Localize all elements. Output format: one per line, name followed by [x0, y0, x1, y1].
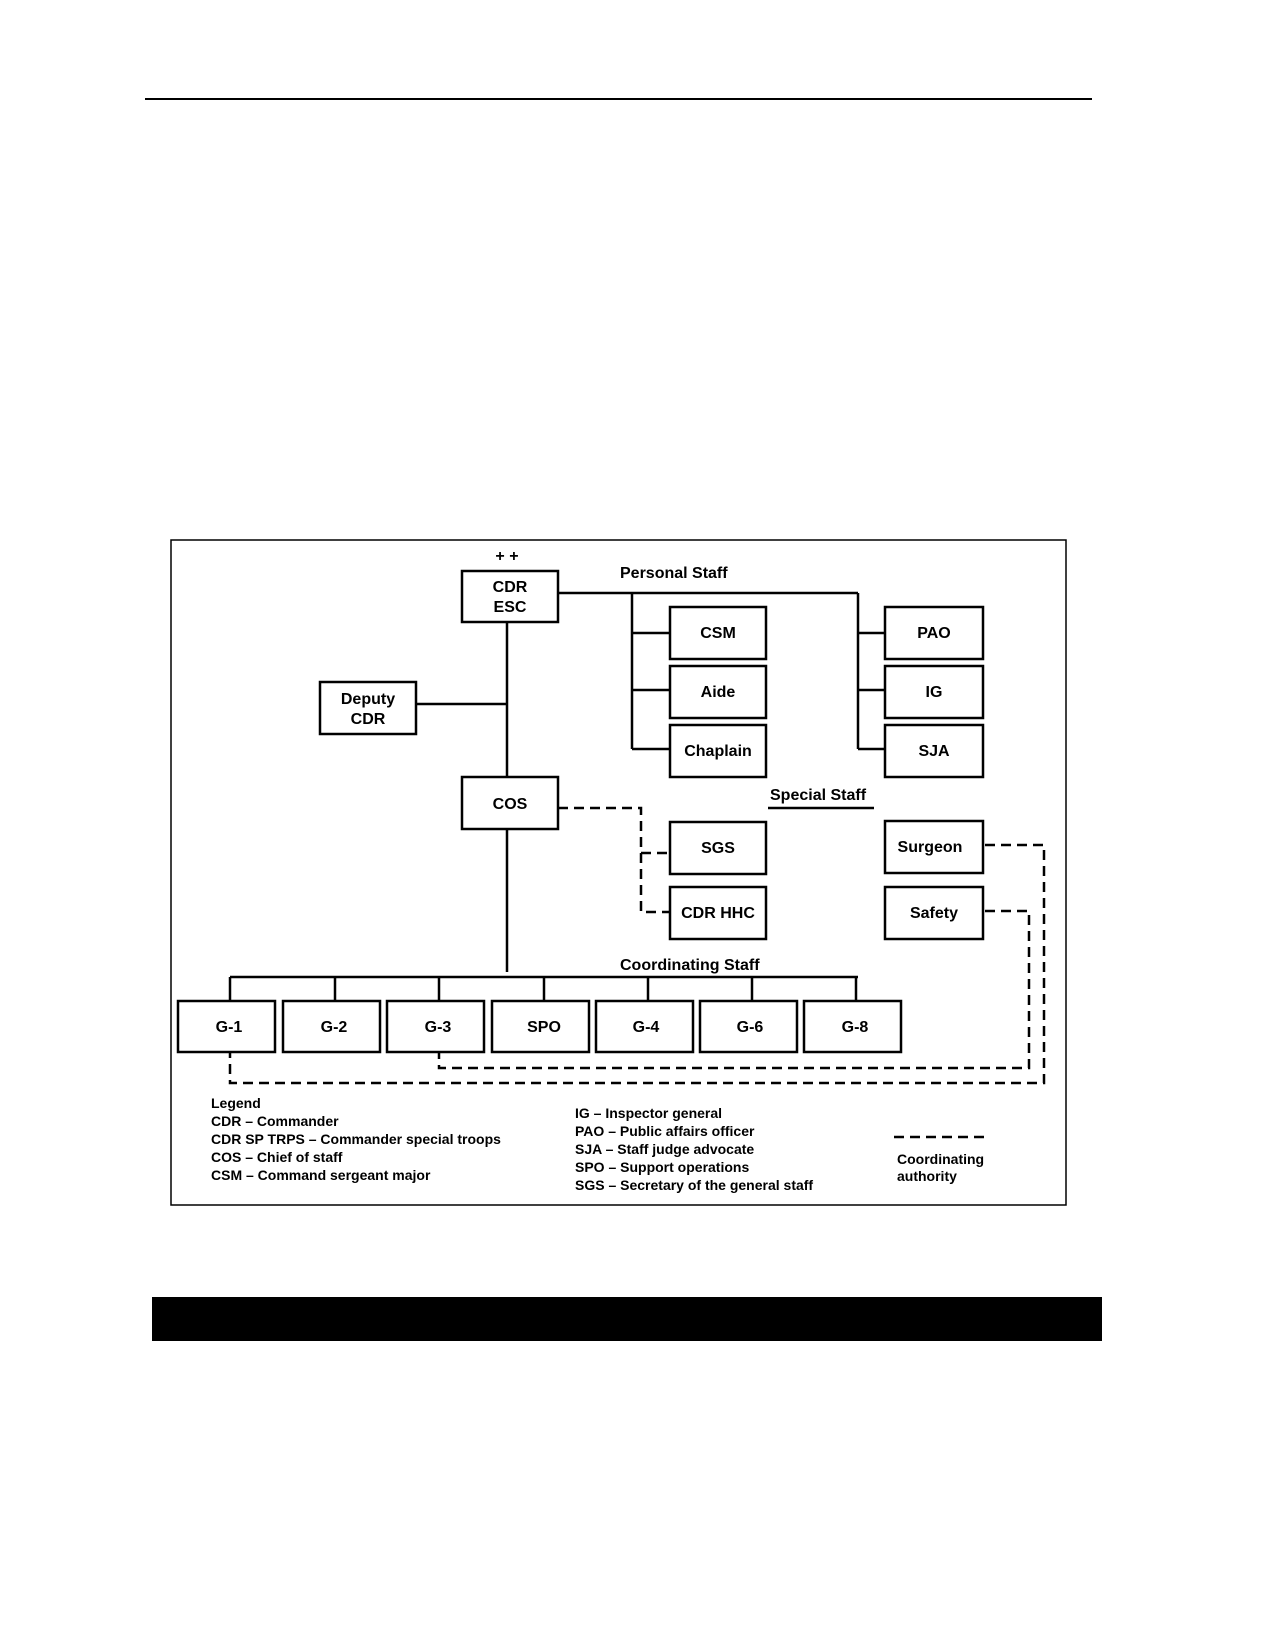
legend-left-item: COS – Chief of staff	[211, 1149, 343, 1165]
legend-right-item: SGS – Secretary of the general staff	[575, 1177, 813, 1193]
node-aide: Aide	[668, 664, 768, 720]
coordinating-authority-lines	[228, 806, 1046, 1085]
node-ig: IG	[883, 664, 985, 720]
g1-label: G-1	[216, 1019, 243, 1036]
node-spo: SPO	[490, 999, 591, 1054]
legend-title: Legend	[211, 1095, 261, 1111]
chaplain-label: Chaplain	[684, 743, 752, 760]
legend-right-item: SJA – Staff judge advocate	[575, 1141, 754, 1157]
legend-right-item: PAO – Public affairs officer	[575, 1123, 755, 1139]
node-pao: PAO	[883, 605, 985, 661]
node-cdr-esc: CDR ESC + +	[460, 548, 560, 624]
ig-label: IG	[926, 684, 943, 701]
g2-label: G-2	[321, 1019, 348, 1036]
sgs-label: SGS	[701, 840, 735, 857]
legend-left-item: CSM – Command sergeant major	[211, 1167, 431, 1183]
node-g3: G-3	[385, 999, 486, 1054]
deputy-cdr-line2: CDR	[351, 711, 386, 728]
node-safety: Safety	[883, 885, 985, 941]
special-staff-heading: Special Staff	[770, 787, 867, 804]
node-deputy-cdr: Deputy CDR	[318, 680, 418, 736]
pao-label: PAO	[917, 625, 950, 642]
cdr-esc-line2: ESC	[494, 599, 527, 616]
node-sja: SJA	[883, 723, 985, 779]
bottom-black-bar	[152, 1297, 1102, 1341]
node-csm: CSM	[668, 605, 768, 661]
echelon-symbol: + +	[495, 548, 518, 565]
node-sgs: SGS	[668, 820, 768, 876]
legend-left-item: CDR – Commander	[211, 1113, 339, 1129]
legend-right-item: IG – Inspector general	[575, 1105, 722, 1121]
legend: Legend CDR – Commander CDR SP TRPS – Com…	[211, 1095, 990, 1193]
node-g8: G-8	[802, 999, 903, 1054]
node-cos: COS	[460, 775, 560, 831]
legend-left-item: CDR SP TRPS – Commander special troops	[211, 1131, 501, 1147]
csm-label: CSM	[700, 625, 736, 642]
safety-label: Safety	[910, 905, 958, 922]
legend-right-item: SPO – Support operations	[575, 1159, 749, 1175]
node-g4: G-4	[594, 999, 695, 1054]
personal-staff-heading: Personal Staff	[620, 565, 728, 582]
top-rule	[145, 98, 1092, 100]
sja-label: SJA	[918, 743, 950, 760]
node-chaplain: Chaplain	[668, 723, 768, 779]
legend-key-line2: authority	[897, 1168, 957, 1184]
node-surgeon: Surgeon	[883, 819, 985, 875]
node-g2: G-2	[281, 999, 382, 1054]
legend-key-line1: Coordinating	[897, 1151, 984, 1167]
cdr-esc-line1: CDR	[493, 579, 528, 596]
node-g6: G-6	[698, 999, 799, 1054]
spo-label: SPO	[527, 1019, 561, 1036]
cdr-hhc-label: CDR HHC	[681, 905, 755, 922]
figure-frame	[170, 539, 1067, 1206]
command-lines	[228, 591, 885, 1001]
g4-label: G-4	[633, 1019, 660, 1036]
node-g1: G-1	[176, 999, 277, 1054]
aide-label: Aide	[701, 684, 736, 701]
surgeon-label: Surgeon	[898, 839, 963, 856]
g8-label: G-8	[842, 1019, 869, 1036]
cos-label: COS	[493, 796, 528, 813]
g3-label: G-3	[425, 1019, 452, 1036]
coordinating-staff-heading: Coordinating Staff	[620, 957, 760, 974]
deputy-cdr-line1: Deputy	[341, 691, 395, 708]
g6-label: G-6	[737, 1019, 764, 1036]
node-cdr-hhc: CDR HHC	[668, 885, 768, 941]
